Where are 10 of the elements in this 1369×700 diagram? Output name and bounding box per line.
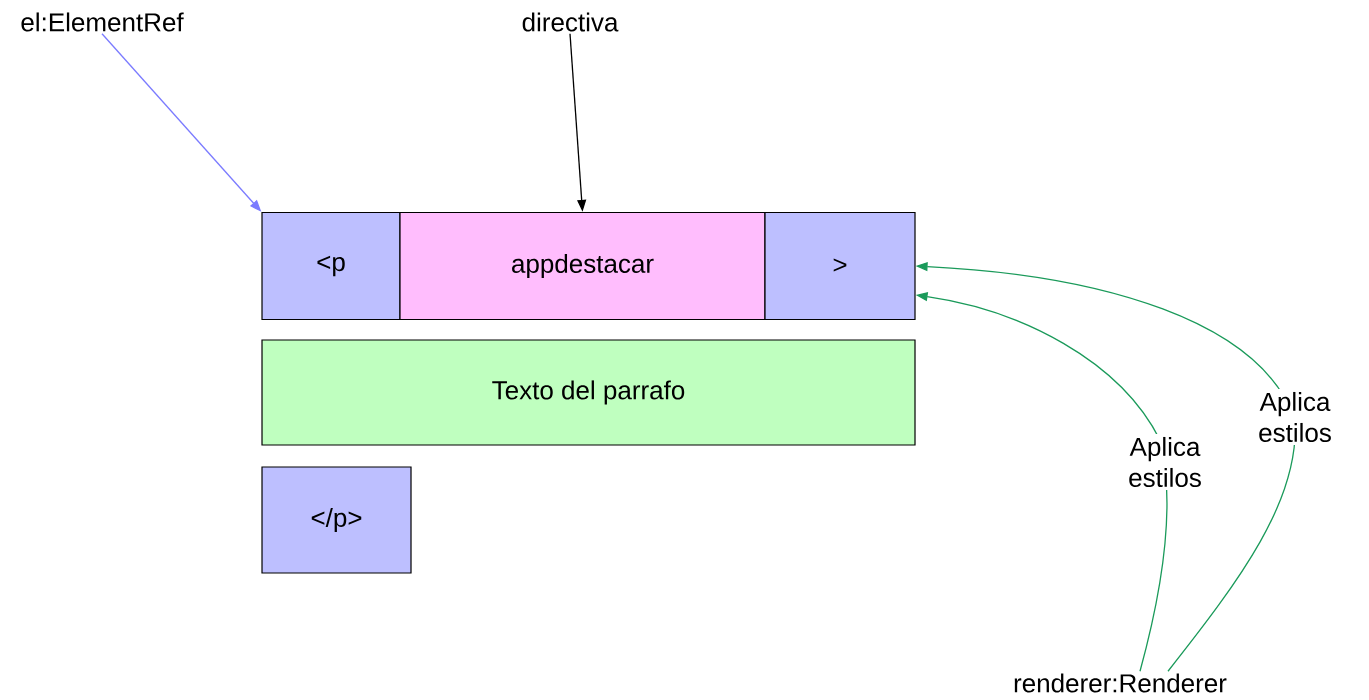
node-label: renderer:Renderer (1014, 673, 1227, 693)
tag-box: </p> (261, 466, 412, 574)
tag-box: > (764, 211, 916, 321)
node-label: el:ElementRef (21, 12, 184, 32)
edge-label: Aplica estilos (1112, 433, 1218, 491)
edge-label: Aplica estilos (1242, 388, 1348, 446)
tag-box: appdestacar (399, 211, 766, 321)
tag-box: Texto del parrafo (261, 339, 916, 446)
node-label: directiva (522, 12, 619, 32)
tag-box: <p (261, 211, 401, 321)
